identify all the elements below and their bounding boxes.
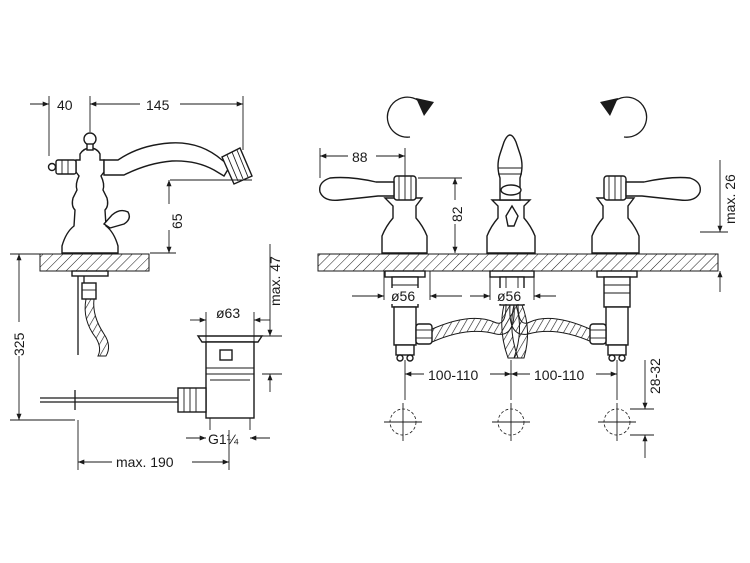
aerator-face: [500, 184, 522, 196]
countertop-right: [317, 253, 719, 272]
hole-symbol-right: [598, 403, 636, 441]
dim-o56-right: ø56: [497, 288, 521, 304]
countertop-left: [39, 253, 150, 272]
supply-hose-left: [84, 298, 110, 357]
dim-max-47: max. 47: [267, 256, 283, 306]
hose-nut-left: [415, 323, 433, 345]
hole-symbol-left: [384, 403, 422, 441]
top-knob: [83, 132, 97, 146]
dim-g1-1-4: G1¼: [208, 431, 239, 447]
bidet-mixer-side-view: [39, 132, 264, 430]
waste-connector: [177, 387, 207, 413]
side-cap-left: [55, 159, 77, 175]
dim-145: 145: [146, 97, 170, 113]
right-lever-handle: [625, 176, 701, 202]
center-pop-up: [505, 204, 519, 227]
dim-88: 88: [352, 149, 368, 165]
dim-o63: ø63: [216, 305, 240, 321]
aerator-head: [221, 147, 253, 185]
right-valve-outlet: [605, 306, 629, 346]
dim-40: 40: [57, 97, 73, 113]
mounting-stud: [81, 282, 97, 300]
dim-65: 65: [169, 213, 185, 229]
right-dimensions: 88 82 max. 26 ø56 ø56 100-110 100-110: [319, 148, 738, 458]
hose-center-down-2: [513, 304, 528, 359]
dim-max-190: max. 190: [116, 454, 174, 470]
left-valve-outlet: [393, 306, 417, 346]
rotate-counterclockwise-arrow-icon: [600, 96, 648, 138]
dim-100-110-right: 100-110: [534, 367, 585, 383]
dim-28-32: 28-32: [647, 358, 663, 394]
left-dimensions: 40 145 65 325 max. 47 ø63 G1¼ max. 190: [10, 96, 283, 470]
right-valve-body: [591, 197, 640, 254]
dim-100-110-left: 100-110: [428, 367, 479, 383]
rotate-clockwise-arrow-icon: [386, 96, 434, 138]
center-spout-neck: [497, 134, 523, 201]
pop-up-lever: [102, 209, 131, 229]
spout: [103, 142, 231, 177]
dim-82: 82: [449, 206, 465, 222]
dim-o56-left: ø56: [391, 288, 415, 304]
right-shank: [603, 276, 631, 308]
knob-stem: [86, 143, 94, 151]
shank-left: [71, 270, 109, 277]
left-lever-handle: [319, 176, 395, 202]
hose-nut-right: [589, 323, 607, 345]
dim-max-26: max. 26: [722, 174, 738, 224]
left-valve-body: [381, 197, 428, 254]
waste-flange: [196, 335, 264, 343]
hole-symbol-center: [492, 403, 530, 441]
dim-325: 325: [11, 332, 27, 356]
